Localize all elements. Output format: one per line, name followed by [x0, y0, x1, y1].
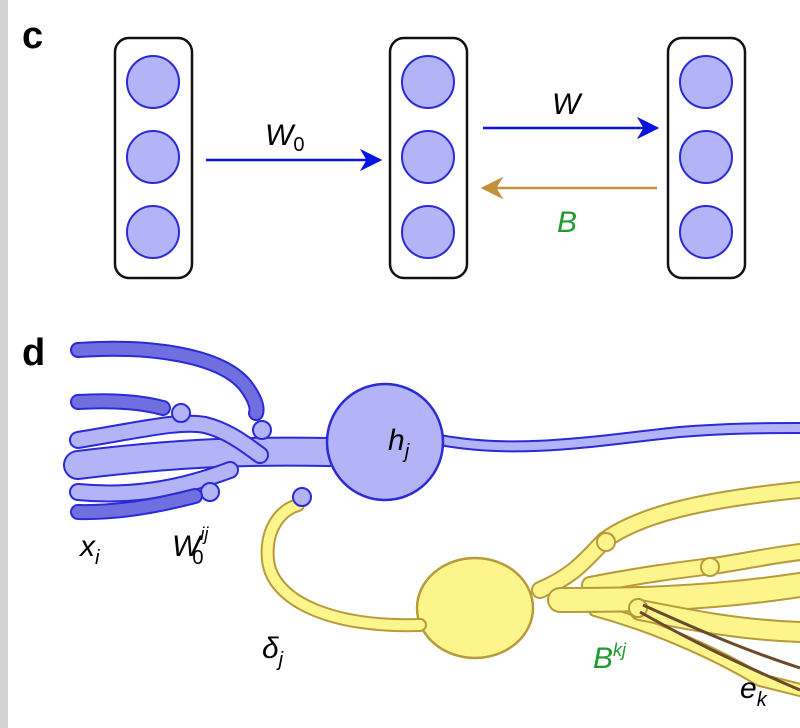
- layer-hidden: [388, 36, 469, 280]
- input-unit-1: [126, 55, 180, 109]
- output-unit-1: [679, 55, 733, 109]
- layer-input: [113, 36, 194, 280]
- layer-output: [666, 36, 747, 280]
- output-unit-3: [679, 205, 733, 259]
- label-xi: xi: [78, 530, 100, 569]
- input-axons: [70, 340, 265, 521]
- label-b: B: [557, 206, 577, 239]
- hidden-unit-2: [401, 130, 455, 184]
- label-w0: W0: [265, 119, 304, 156]
- label-bkj: Bkj: [593, 640, 627, 675]
- hidden-unit-1: [401, 55, 455, 109]
- output-unit-2: [679, 130, 733, 184]
- label-w: W: [552, 88, 583, 121]
- side-strip: [0, 0, 8, 728]
- input-unit-3: [126, 205, 180, 259]
- label-ek: ek: [740, 672, 768, 711]
- panel-c-letter: c: [22, 15, 43, 57]
- input-unit-2: [126, 130, 180, 184]
- yellow-neuron: [260, 481, 800, 697]
- panel-d-letter: d: [22, 332, 45, 374]
- error-axon: [639, 610, 800, 692]
- hidden-unit-3: [401, 205, 455, 259]
- label-deltaj: δj: [262, 632, 284, 671]
- label-hj: hj: [388, 424, 410, 463]
- blue-neuron: [63, 382, 800, 507]
